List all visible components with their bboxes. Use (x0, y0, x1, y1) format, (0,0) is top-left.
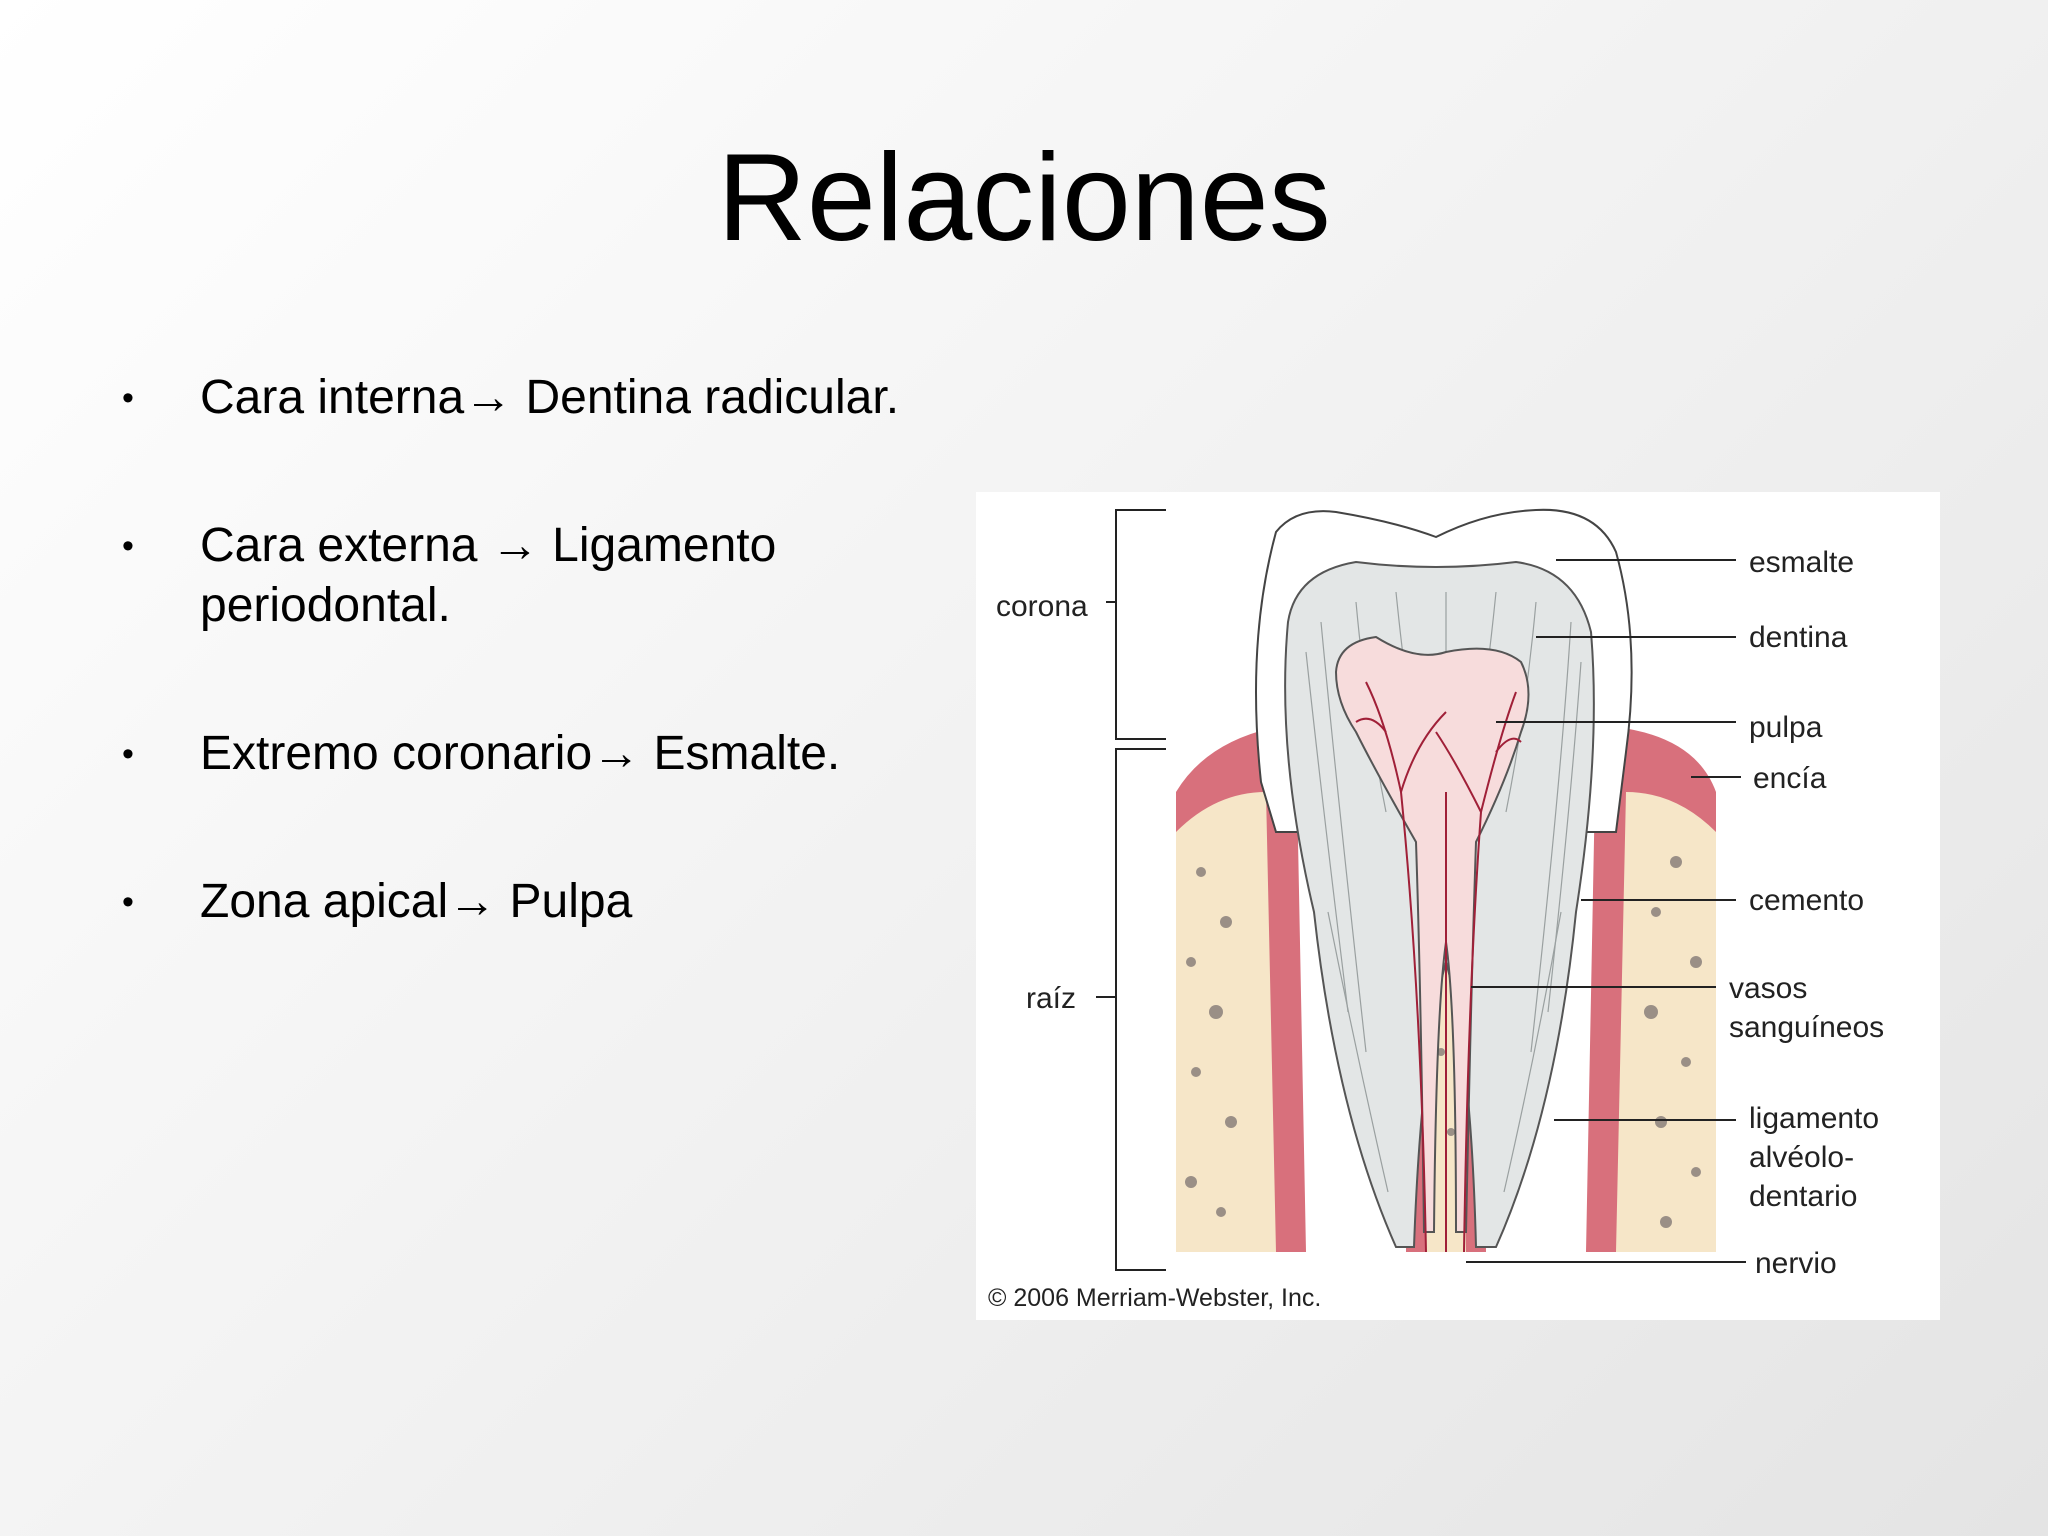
bone-spots (1185, 856, 1702, 1228)
bullet-text: Cara interna→ Dentina radicular. (200, 371, 900, 424)
bullet-item: • Cara interna→ Dentina radicular. (118, 368, 998, 428)
label-cemento: cemento (1749, 884, 1864, 917)
label-dentario: dentario (1749, 1180, 1857, 1213)
label-esmalte: esmalte (1749, 546, 1854, 579)
label-vasos: vasos (1729, 972, 1807, 1005)
bullet-item: • Extremo coronario→ Esmalte. (118, 724, 998, 784)
bullet-item: • Cara externa → Ligamento periodontal. (118, 516, 998, 636)
label-corona: corona (996, 590, 1088, 623)
brackets (1096, 509, 1166, 1271)
bullet-list: • Cara interna→ Dentina radicular. • Car… (118, 368, 998, 932)
bullet-icon: • (122, 883, 134, 921)
bullet-icon: • (122, 379, 134, 417)
copyright-text: © 2006 Merriam-Webster, Inc. (988, 1284, 1321, 1312)
label-sanguineos: sanguíneos (1729, 1011, 1884, 1044)
label-dentina: dentina (1749, 621, 1848, 654)
bullet-text: Extremo coronario→ Esmalte. (200, 727, 841, 780)
tooth-illustration: corona raíz esmalte dentina pulpa encía … (988, 508, 1884, 1312)
bullet-icon: • (122, 527, 134, 565)
slide-title: Relaciones (717, 129, 1331, 267)
label-nervio: nervio (1755, 1247, 1837, 1280)
tooth-diagram: corona raíz esmalte dentina pulpa encía … (976, 492, 1940, 1320)
label-pulpa: pulpa (1749, 711, 1823, 744)
blood-vessels (1355, 681, 1522, 1253)
bullet-text: Cara externa → Ligamento periodontal. (200, 519, 777, 632)
pulp (1334, 635, 1530, 1233)
gum (1176, 727, 1306, 1252)
bullet-icon: • (122, 735, 134, 773)
label-raiz: raíz (1026, 982, 1076, 1015)
label-ligamento: ligamento (1749, 1102, 1879, 1135)
bullet-text: Zona apical→ Pulpa (200, 875, 633, 928)
label-encia: encía (1753, 762, 1827, 795)
label-alveolo: alvéolo- (1749, 1141, 1854, 1174)
bullet-item: • Zona apical→ Pulpa (118, 872, 998, 932)
leader-lines (1466, 559, 1746, 1263)
